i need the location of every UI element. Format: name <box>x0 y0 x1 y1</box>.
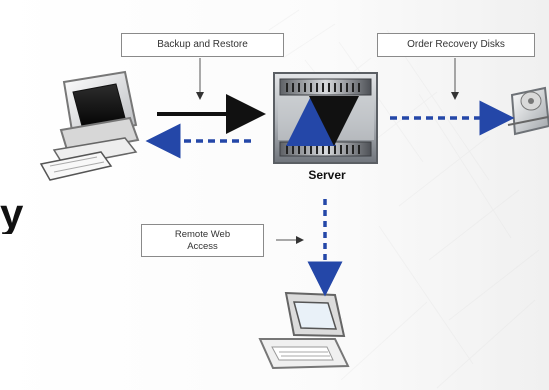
remote-access-label-line-2: Access <box>187 240 218 252</box>
server-label: Server <box>308 168 346 182</box>
remote-access-callout: Remote Web Access <box>141 224 264 257</box>
callout-pointers <box>196 58 459 244</box>
desktop-computer-icon <box>39 70 140 181</box>
server-up-down-arrows <box>286 96 359 146</box>
server-icon <box>273 72 378 164</box>
order-recovery-label: Order Recovery Disks <box>407 39 505 50</box>
order-recovery-callout: Order Recovery Disks <box>377 33 535 57</box>
backup-restore-label: Backup and Restore <box>157 39 248 50</box>
backup-restore-callout: Backup and Restore <box>121 33 284 57</box>
remote-access-label-line-1: Remote Web <box>174 229 231 241</box>
left-edge-text-fragment: y <box>0 194 24 234</box>
laptop-icon <box>258 291 350 370</box>
recovery-disk-icon <box>507 86 549 136</box>
